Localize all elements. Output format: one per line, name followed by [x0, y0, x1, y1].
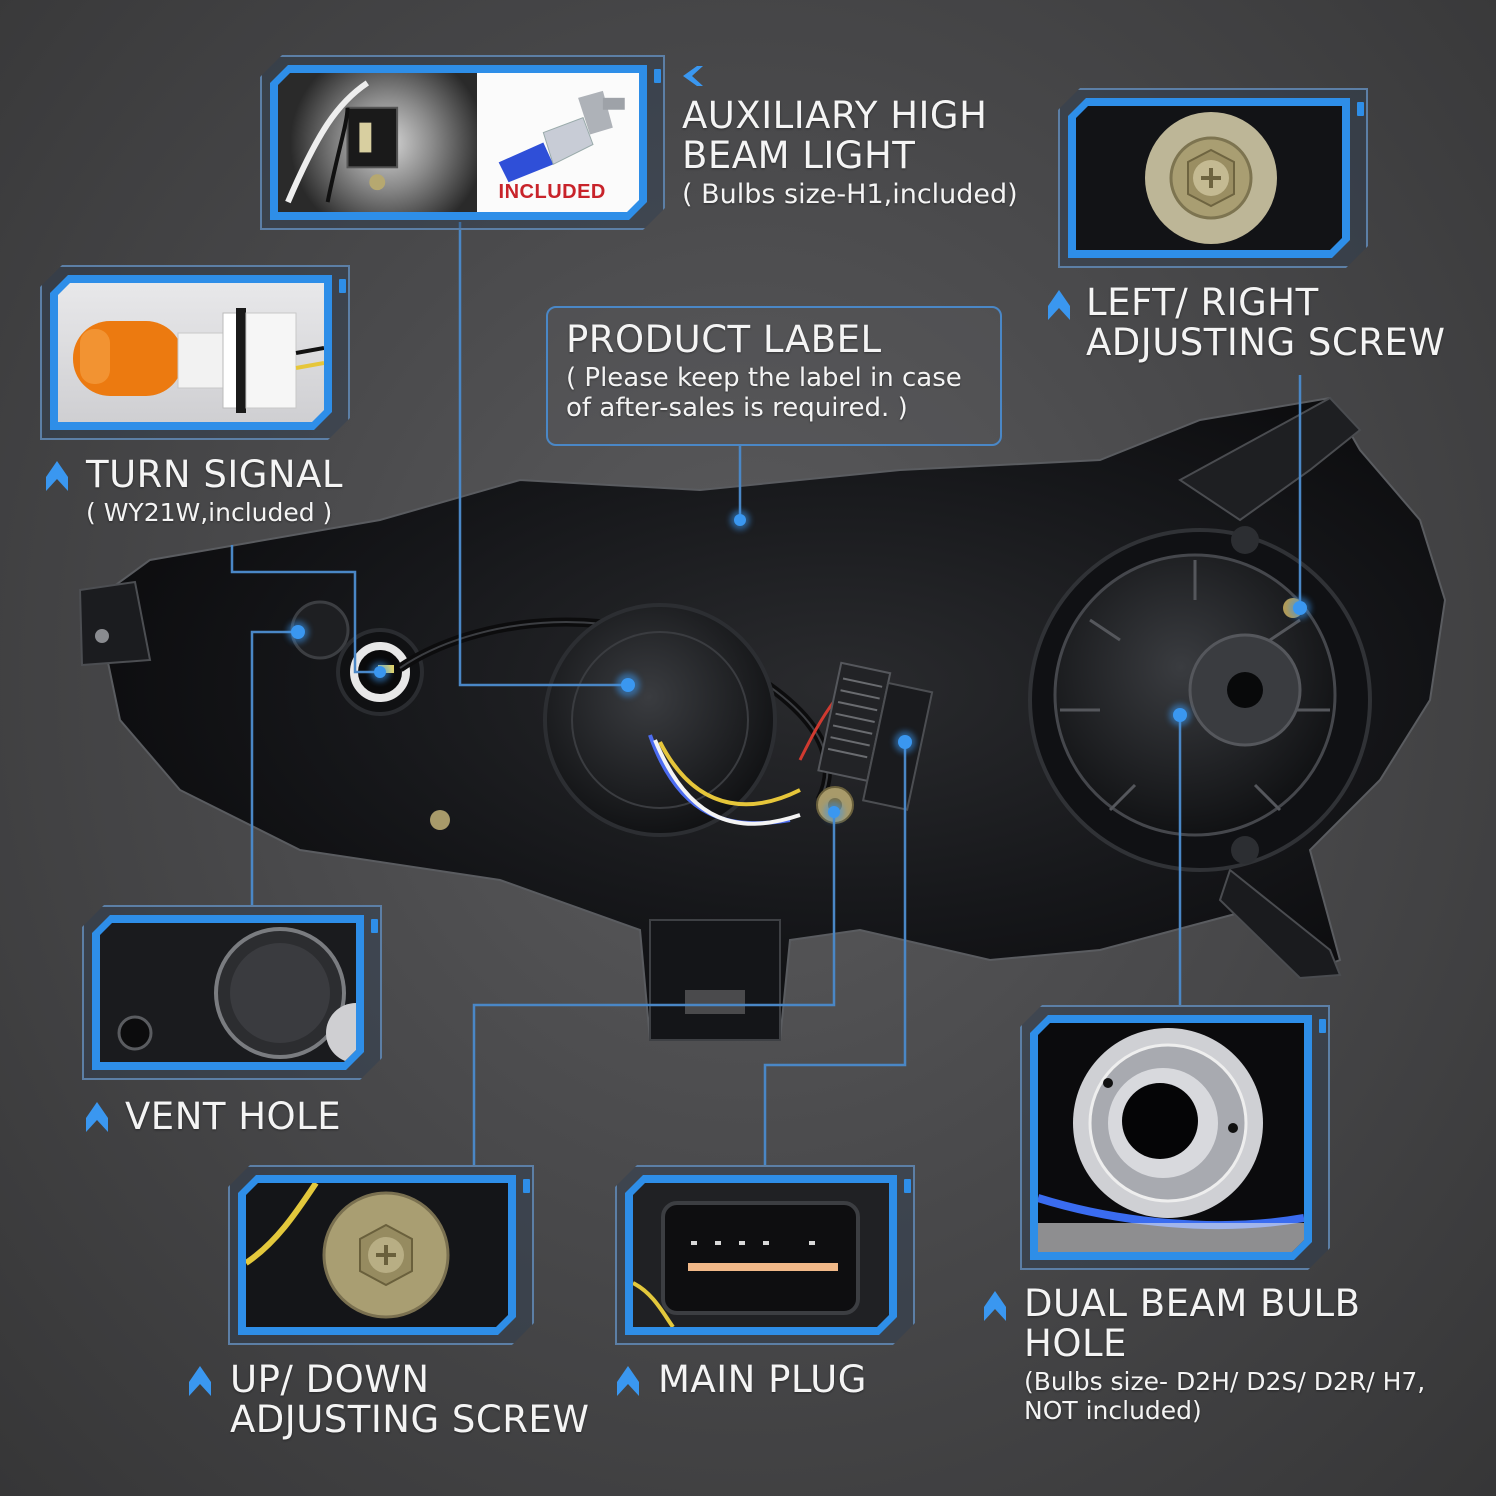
photo-vent-hole: [100, 923, 356, 1062]
callout-title: UP/ DOWN: [230, 1358, 430, 1401]
chevron-up-icon: [189, 1366, 211, 1396]
callout-subtitle: NOT included): [1024, 1395, 1202, 1425]
callout-subtitle: of after-sales is required. ): [566, 393, 908, 424]
photo-main-plug: [633, 1183, 889, 1327]
callout-left-right-screw: LEFT/ RIGHT ADJUSTING SCREW: [1086, 283, 1445, 363]
chevron-up-icon: [46, 461, 68, 491]
photo-dual-beam-hole: [1038, 1023, 1304, 1252]
callout-title: LEFT/ RIGHT: [1086, 281, 1319, 324]
photo-ud-screw: [246, 1183, 508, 1327]
chevron-up-icon: [86, 1102, 108, 1132]
callout-subtitle: ( Please keep the label in case: [566, 362, 962, 393]
callout-title: MAIN PLUG: [658, 1358, 867, 1401]
dot-product-label: [730, 510, 750, 530]
inset-vent-hole: [82, 905, 382, 1080]
callout-title: TURN SIGNAL: [86, 453, 344, 496]
inset-left-right-screw: [1058, 88, 1368, 268]
included-badge: INCLUDED: [498, 181, 606, 203]
chevron-up-icon: [617, 1366, 639, 1396]
inset-auxiliary-high-beam: INCLUDED: [260, 55, 665, 230]
callout-title: VENT HOLE: [125, 1095, 342, 1138]
callout-subtitle: ( WY21W,included ): [86, 497, 333, 527]
callout-dual-beam-hole: DUAL BEAM BULB HOLE (Bulbs size- D2H/ D2…: [1024, 1284, 1425, 1424]
inset-up-down-screw: [228, 1165, 534, 1345]
chevron-up-icon: [984, 1291, 1006, 1321]
callout-auxiliary-high-beam: AUXILIARY HIGH BEAM LIGHT ( Bulbs size-H…: [682, 94, 1018, 210]
callout-product-label: PRODUCT LABEL ( Please keep the label in…: [546, 306, 1002, 446]
callout-main-plug: MAIN PLUG: [658, 1360, 867, 1400]
photo-turn-signal-bulb: [58, 283, 324, 422]
callout-title: ADJUSTING SCREW: [1086, 320, 1446, 364]
callout-subtitle: ( Bulbs size-H1,included): [682, 178, 1018, 210]
callout-title: BEAM LIGHT: [682, 133, 916, 177]
callout-turn-signal: TURN SIGNAL ( WY21W,included ): [86, 455, 343, 526]
chevron-up-icon: [1048, 290, 1070, 320]
callout-title: DUAL BEAM BULB: [1024, 1282, 1361, 1325]
callout-up-down-screw: UP/ DOWN ADJUSTING SCREW: [230, 1360, 589, 1440]
callout-vent-hole: VENT HOLE: [125, 1097, 341, 1137]
photo-lr-screw: [1076, 106, 1342, 250]
callout-subtitle: (Bulbs size- D2H/ D2S/ D2R/ H7,: [1024, 1366, 1426, 1396]
photo-bulb-socket: [278, 73, 477, 212]
chevron-left-icon: [683, 66, 703, 86]
inset-turn-signal: [40, 265, 350, 440]
callout-title: ADJUSTING SCREW: [230, 1397, 590, 1441]
callout-title: HOLE: [1024, 1321, 1127, 1365]
callout-title: PRODUCT LABEL: [566, 318, 882, 361]
inset-main-plug: [615, 1165, 915, 1345]
photo-h1-bulb: INCLUDED: [477, 73, 639, 212]
callout-title: AUXILIARY HIGH: [682, 94, 988, 137]
inset-dual-beam-hole: [1020, 1005, 1330, 1270]
